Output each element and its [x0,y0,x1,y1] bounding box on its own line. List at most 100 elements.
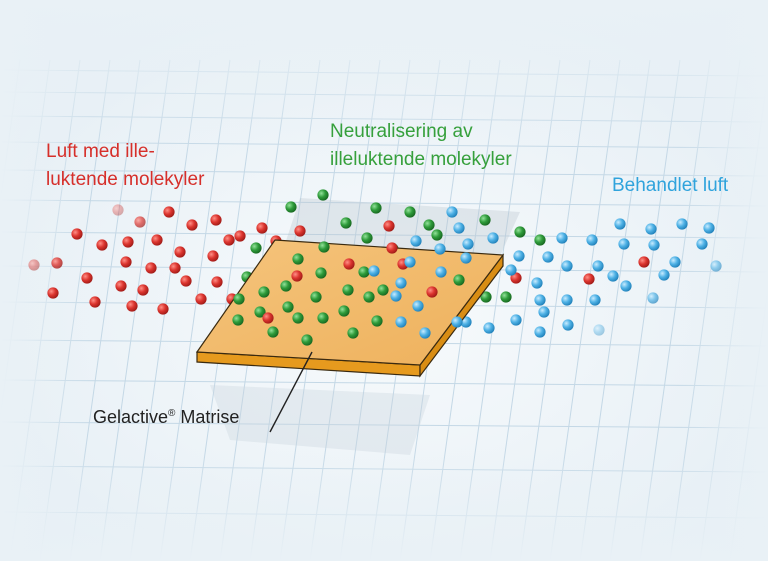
blue-molecule [453,222,465,234]
untreated-air-label: Luft med ille- luktende molekyler [46,138,204,194]
blue-molecule [462,238,474,250]
red-molecule [157,303,169,315]
green-molecule [514,226,526,238]
red-molecule [180,275,192,287]
green-molecule [317,312,329,324]
green-molecule [361,232,373,244]
red-molecule [115,280,127,292]
green-molecule [318,241,330,253]
blue-molecule [703,222,715,234]
blue-molecule [510,314,522,326]
red-molecule [186,219,198,231]
red-molecule [195,293,207,305]
red-molecule [112,204,124,216]
red-molecule [174,246,186,258]
matrix-label: Gelactive® Matrise [93,403,239,431]
green-molecule [232,314,244,326]
green-molecule [338,305,350,317]
blue-molecule [534,326,546,338]
blue-molecule [669,256,681,268]
red-molecule [383,220,395,232]
green-molecule [500,291,512,303]
blue-molecule [592,260,604,272]
blue-molecule [412,300,424,312]
red-molecule [291,270,303,282]
green-molecule [250,242,262,254]
blue-molecule [404,256,416,268]
blue-molecule [562,319,574,331]
green-molecule [377,284,389,296]
green-molecule [285,201,297,213]
green-molecule [347,327,359,339]
red-molecule [81,272,93,284]
red-molecule [51,257,63,269]
blue-molecule [593,324,605,336]
blue-molecule [531,277,543,289]
red-molecule [210,214,222,226]
green-molecule [404,206,416,218]
treated-air-label-text: Behandlet luft [612,175,729,196]
green-molecule [453,274,465,286]
red-molecule [262,312,274,324]
green-molecule [370,202,382,214]
green-molecule [371,315,383,327]
green-molecule [267,326,279,338]
blue-molecule [505,264,517,276]
red-molecule [126,300,138,312]
green-molecule [317,189,329,201]
green-molecule [258,286,270,298]
red-molecule [96,239,108,251]
blue-molecule [614,218,626,230]
untreated-air-label-line-1: Luft med ille- [46,141,155,162]
blue-molecule [710,260,722,272]
green-molecule [292,312,304,324]
red-molecule [137,284,149,296]
green-molecule [480,291,492,303]
red-molecule [207,250,219,262]
green-molecule [301,334,313,346]
grid-fade-right [678,0,768,561]
blue-molecule [620,280,632,292]
blue-molecule [676,218,688,230]
green-molecule [280,280,292,292]
neutralizing-label-line-2: illeluktende molekyler [330,149,512,170]
red-molecule [47,287,59,299]
red-molecule [28,259,40,271]
green-molecule [479,214,491,226]
red-molecule [223,234,235,246]
green-molecule [233,293,245,305]
blue-molecule [513,250,525,262]
blue-molecule [460,252,472,264]
blue-molecule [561,294,573,306]
blue-molecule [538,306,550,318]
blue-molecule [395,316,407,328]
blue-molecule [645,223,657,235]
blue-molecule [435,266,447,278]
red-molecule [343,258,355,270]
green-molecule [292,253,304,265]
green-molecule [254,306,266,318]
blue-molecule [589,294,601,306]
blue-molecule [390,290,402,302]
blue-molecule [419,327,431,339]
blue-molecule [647,292,659,304]
red-molecule [163,206,175,218]
treated-air-label: Behandlet luft [612,172,728,200]
green-molecule [363,291,375,303]
red-molecule [122,236,134,248]
red-molecule [211,276,223,288]
blue-molecule [395,277,407,289]
blue-molecule [607,270,619,282]
blue-molecule [434,243,446,255]
blue-molecule [487,232,499,244]
red-molecule [169,262,181,274]
red-molecule [151,234,163,246]
red-molecule [234,230,246,242]
green-molecule [423,219,435,231]
red-molecule [583,273,595,285]
blue-molecule [556,232,568,244]
blue-molecule [410,235,422,247]
matrix-pointer-line [269,351,313,433]
blue-molecule [658,269,670,281]
